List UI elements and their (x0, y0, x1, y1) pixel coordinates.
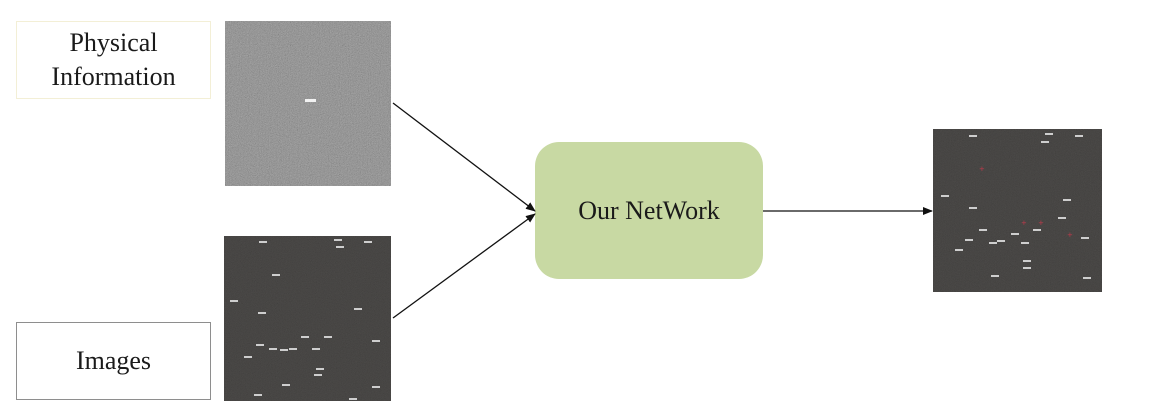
detection-marker-icon: + (1067, 231, 1073, 239)
star-streak (314, 374, 322, 376)
star-streak (1075, 135, 1083, 137)
star-streak (989, 242, 997, 244)
target-streak (305, 99, 316, 102)
images-label: Images (75, 346, 152, 375)
star-streak (969, 207, 977, 209)
star-streak (1021, 242, 1029, 244)
star-streak (254, 394, 262, 396)
star-streaks (230, 239, 380, 400)
star-streak (372, 340, 380, 342)
star-streak (312, 348, 320, 350)
star-streak (334, 239, 342, 241)
star-streak (955, 249, 963, 251)
star-streak (244, 356, 252, 358)
star-streak (1041, 141, 1049, 143)
arrow-noise-to-network (392, 102, 536, 212)
star-streak (316, 368, 324, 370)
network-block: Our NetWork (535, 142, 763, 279)
star-streak (941, 195, 949, 197)
star-streak (289, 348, 297, 350)
star-streak (324, 336, 332, 338)
star-streak (991, 275, 999, 277)
star-streak (1045, 133, 1053, 135)
physical-label-line1: Physical (69, 28, 158, 57)
detection-marker-icon: + (1021, 219, 1027, 227)
star-streak (1023, 267, 1031, 269)
star-streak (230, 300, 238, 302)
star-streak (354, 308, 362, 310)
physical-information-box: Physical Information (16, 21, 211, 99)
physical-label-line2: Information (51, 62, 176, 91)
star-streak (979, 229, 987, 231)
star-streak (1033, 229, 1041, 231)
star-streak (1058, 217, 1066, 219)
detection-markers: + + + + (979, 165, 1073, 239)
star-streak (1081, 237, 1089, 239)
output-image: + + + + (933, 129, 1102, 292)
noise-image (225, 21, 391, 186)
star-streak (1083, 277, 1091, 279)
network-label: Our NetWork (578, 195, 720, 225)
star-streak (372, 386, 380, 388)
star-streak (1063, 199, 1071, 201)
star-streak (259, 241, 267, 243)
star-streak (301, 336, 309, 338)
star-streak (1011, 233, 1019, 235)
star-streak (269, 348, 277, 350)
detection-marker-icon: + (979, 165, 985, 173)
star-streak (364, 241, 372, 243)
star-streak (282, 384, 290, 386)
images-box: Images (16, 322, 211, 400)
star-streak (965, 239, 973, 241)
star-streak (969, 135, 977, 137)
star-streak (280, 349, 288, 351)
detection-marker-icon: + (1038, 219, 1044, 227)
star-streak (1023, 260, 1031, 262)
star-streak (272, 274, 280, 276)
star-streak (336, 246, 344, 248)
arrow-images-to-network (392, 213, 536, 319)
star-streak (997, 240, 1005, 242)
star-streak (349, 398, 357, 400)
star-streak (258, 312, 266, 314)
output-streaks (941, 133, 1091, 279)
star-field-image (224, 236, 391, 401)
star-streak (256, 344, 264, 346)
